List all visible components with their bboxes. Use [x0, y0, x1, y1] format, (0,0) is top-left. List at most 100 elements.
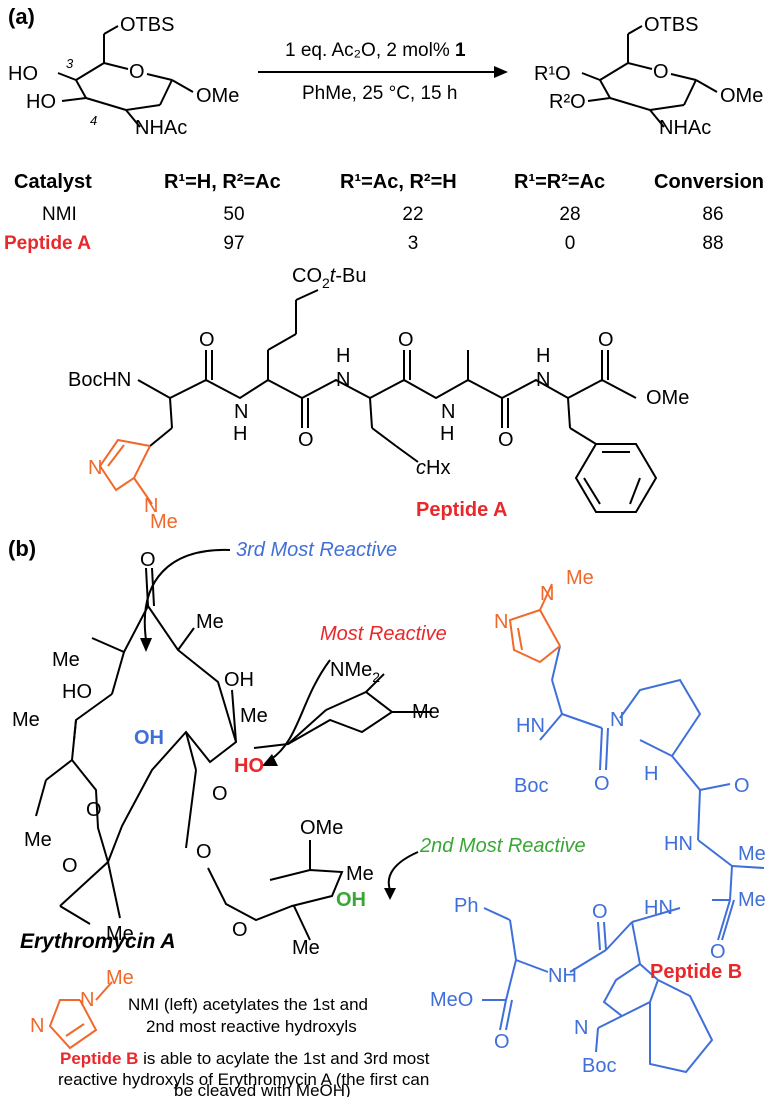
oh-2nd-reactive: OH [336, 889, 366, 911]
pep-b-o: O [494, 1031, 510, 1053]
pep-b-me: Me [738, 843, 766, 865]
product-otbs: OTBS [644, 14, 698, 36]
pep-b-boc: Boc [514, 775, 548, 797]
arrow-heads [140, 638, 396, 900]
pep-b-me: Me [738, 889, 766, 911]
nh-h-label: H [336, 345, 350, 367]
panel-b-label: (b) [8, 536, 36, 561]
ho3-label: HO [8, 63, 38, 85]
table-cell-catalyst: NMI [42, 204, 77, 225]
ho-label: HO [62, 681, 92, 703]
selectivity-table: Catalyst R¹=H, R²=Ac R¹=Ac, R²=H R¹=R²=A… [4, 171, 764, 254]
carbonyl-o: O [598, 329, 614, 351]
position-4-label: 4 [90, 113, 97, 128]
table-header: Conversion [654, 171, 764, 193]
carbonyl-o: O [298, 429, 314, 451]
oh-3rd-reactive: OH [134, 727, 164, 749]
imidazole-ring [98, 438, 153, 505]
carbonyl-o: O [199, 329, 215, 351]
table-cell: 28 [559, 204, 580, 225]
ring-o-label: O [232, 919, 248, 941]
nh-h-label: H [536, 345, 550, 367]
methyl-label: Me [24, 829, 52, 851]
carbonyl-o: O [398, 329, 414, 351]
oh-label: OH [224, 669, 254, 691]
table-cell: 22 [402, 204, 423, 225]
table-header: R¹=H, R²=Ac [164, 171, 281, 193]
pep-b-o: O [594, 773, 610, 795]
peptide-a-name: Peptide A [416, 499, 508, 521]
imidazole-n: N [88, 457, 102, 479]
product-r2o: R²O [549, 91, 586, 113]
methyl-label: Me [150, 511, 178, 533]
co2tbu-label: CO2t-Bu [292, 265, 366, 291]
product-r1o: R¹O [534, 63, 571, 85]
pep-b-methyl: Me [566, 567, 594, 589]
ome-label: OMe [300, 817, 343, 839]
peptide-b-imidazole [508, 583, 561, 664]
second-most-reactive-label: 2nd Most Reactive [419, 835, 586, 857]
table-header: R¹=R²=Ac [514, 171, 605, 193]
table-cell: 0 [565, 233, 576, 254]
peptide-b-structure [482, 645, 765, 1074]
nmi-n: N [30, 1015, 44, 1037]
pep-b-imid-n: N [540, 583, 554, 605]
panel-a-label: (a) [8, 4, 35, 29]
ho-most-reactive: HO [234, 755, 264, 777]
methyl-label: Me [346, 863, 374, 885]
ring-o-label: O [129, 61, 145, 83]
product-ring-o: O [653, 61, 669, 83]
pep-b-meo: MeO [430, 989, 473, 1011]
otbs-label: OTBS [120, 14, 174, 36]
most-reactive-label: Most Reactive [320, 623, 447, 645]
nmi-caption-line2: 2nd most reactive hydroxyls [146, 1017, 357, 1036]
nmi-n: N [80, 989, 94, 1011]
table-cell: 50 [223, 204, 244, 225]
glycoside-o: O [196, 841, 212, 863]
table-cell: 3 [408, 233, 419, 254]
pep-b-indole-n: N [574, 1017, 588, 1039]
conditions-line2: PhMe, 25 °C, 15 h [302, 83, 457, 104]
pep-b-hn: HN [664, 833, 693, 855]
table-cell: 88 [702, 233, 723, 254]
position-3-label: 3 [66, 56, 74, 71]
methyl-label: Me [106, 923, 134, 945]
conditions-line1: 1 eq. Ac₂O, 2 mol% 1 [285, 40, 466, 61]
ketone-o: O [140, 549, 156, 571]
nhac-label: NHAc [135, 117, 187, 139]
nmi-methyl: Me [106, 967, 134, 989]
methyl-label: Me [196, 611, 224, 633]
nh-n-label: N [336, 369, 350, 391]
nme2-label: NMe2 [330, 659, 380, 685]
table-cell: 86 [702, 204, 723, 225]
reactivity-arrows [143, 548, 419, 891]
nh-h-label: H [233, 423, 247, 445]
ome-label: OMe [196, 85, 239, 107]
pep-b-o: O [710, 941, 726, 963]
ring-o-label: O [86, 799, 102, 821]
erythromycin-structure [35, 567, 432, 941]
imidazole-n: N [144, 495, 158, 517]
erythromycin-name: Erythromycin A [20, 930, 176, 953]
nh-h-label: H [440, 423, 454, 445]
peptide-b-caption-line2: reactive hydroxyls of Erythromycin A (th… [58, 1070, 429, 1089]
nh-n-label: N [441, 401, 455, 423]
ome-label: OMe [646, 387, 689, 409]
pep-b-imid-n: N [494, 611, 508, 633]
methyl-label: Me [292, 937, 320, 959]
ring-o-label: O [212, 783, 228, 805]
nmi-caption-line1: NMI (left) acetylates the 1st and [128, 995, 368, 1014]
peptide-a-structure [137, 289, 658, 513]
peptide-b-name: Peptide B [650, 961, 742, 983]
pep-b-h: H [644, 763, 658, 785]
table-header: R¹=Ac, R²=H [340, 171, 457, 193]
bochn-label: BocHN [68, 369, 131, 391]
methyl-label: Me [412, 701, 440, 723]
nh-n-label: N [536, 369, 550, 391]
pep-b-nh: NH [548, 965, 577, 987]
pep-b-o: O [592, 901, 608, 923]
peptide-b-caption-line3: be cleaved with MeOH) [174, 1081, 351, 1097]
methyl-label: Me [12, 709, 40, 731]
pep-b-hn: HN [516, 715, 545, 737]
